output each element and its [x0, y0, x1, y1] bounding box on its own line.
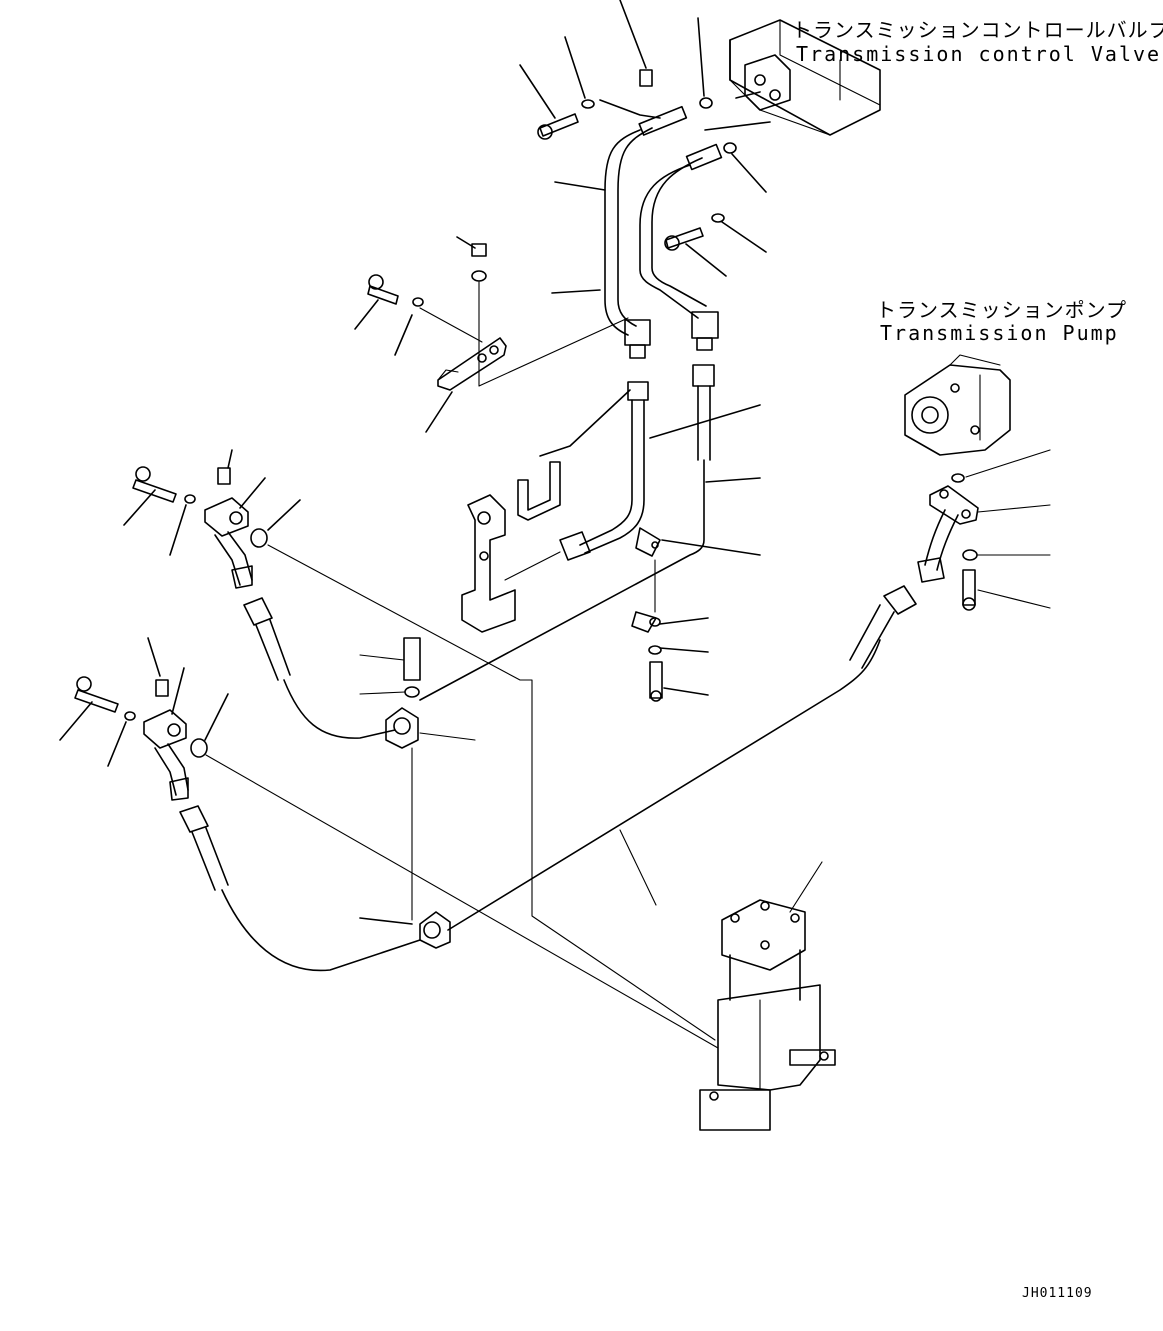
leader-lines-middle: [539, 389, 761, 696]
middle-clamp: [359, 637, 476, 921]
center-small-parts: [517, 461, 663, 702]
leader-lines-upper-left: [123, 449, 301, 556]
leader-lines-lower-left: [59, 637, 413, 925]
valve-label-en: Transmission control Valve: [796, 42, 1162, 66]
tube-bracket: [367, 243, 629, 391]
transmission-pump: [904, 354, 1051, 483]
pump-flange: [917, 485, 1051, 611]
upper-left-flange: [132, 466, 716, 1041]
valve-label-jp: トランスミッションコントロールバルブ: [792, 18, 1163, 42]
valve-tubes: [604, 105, 723, 359]
valve-hoses: [419, 364, 715, 701]
pump-label-en: Transmission Pump: [880, 321, 1119, 345]
top-fasteners: [537, 69, 737, 251]
lower-clamp: [419, 585, 917, 949]
lower-left-flange: [74, 676, 719, 1049]
valve-block: [461, 494, 561, 633]
pump-label-jp: トランスミッションポンプ: [876, 298, 1127, 322]
filter-housing: [699, 861, 836, 1131]
drawing-code: JH011109: [1022, 1286, 1093, 1301]
leader-lines-top: [354, 0, 771, 433]
transmission-control-valve: [729, 19, 881, 136]
